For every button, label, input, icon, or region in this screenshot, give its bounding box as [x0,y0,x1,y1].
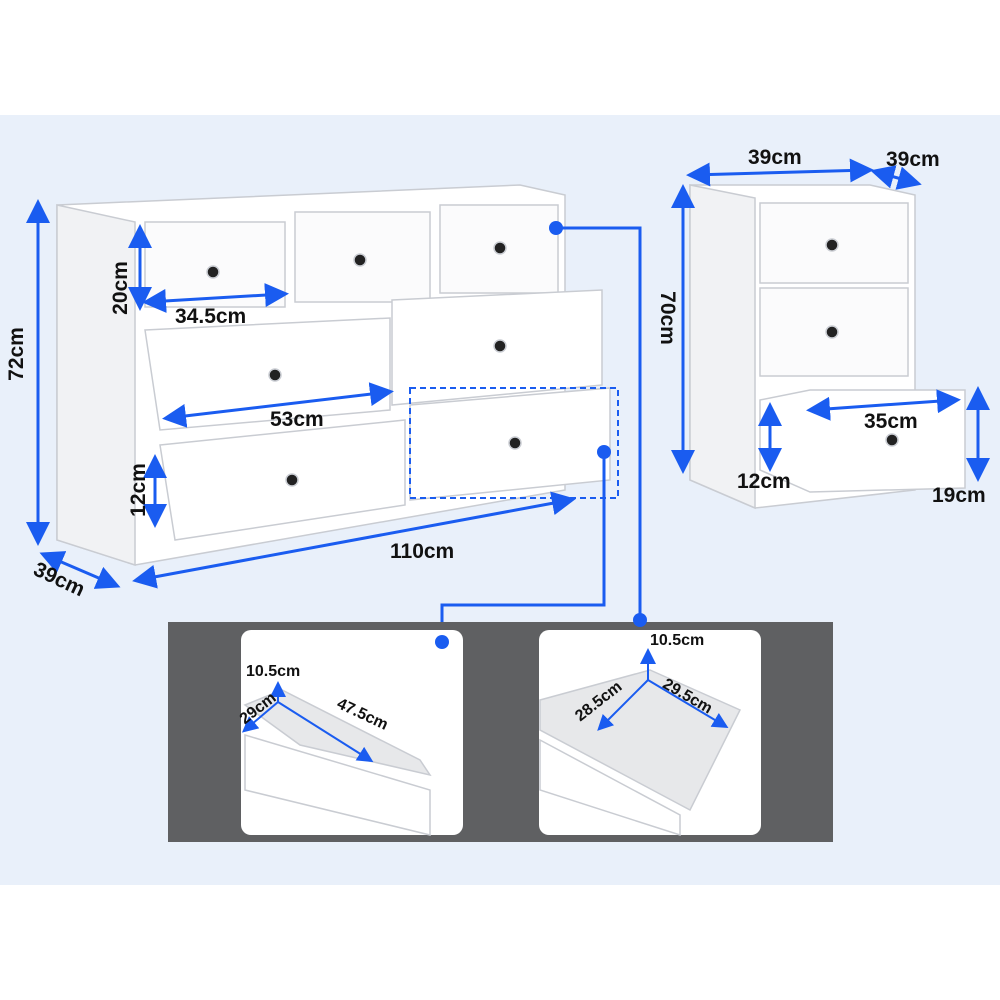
detail-large-height-label: 10.5cm [246,663,301,680]
detail-small-height-label: 10.5cm [650,632,705,649]
nightstand [689,184,966,510]
nightstand-drawer-inner-height-label: 12cm [737,470,791,493]
nightstand-depth-label: 39cm [886,148,940,171]
nightstand-height-label: 70cm [655,291,679,345]
top-drawer-height-label: 20cm [108,261,132,315]
top-drawer-width-label: 34.5cm [175,305,247,328]
dimension-lines [26,158,990,640]
dresser-height-label: 72cm [4,327,28,381]
nightstand-drawer-front-height-label: 19cm [932,484,986,507]
dresser-width-label: 110cm [390,540,455,563]
nightstand-width-label: 39cm [748,146,802,169]
bottom-drawer-height-label: 12cm [126,463,150,517]
nightstand-drawer-width-label: 35cm [864,410,918,433]
middle-drawer-width-label: 53cm [270,408,324,431]
